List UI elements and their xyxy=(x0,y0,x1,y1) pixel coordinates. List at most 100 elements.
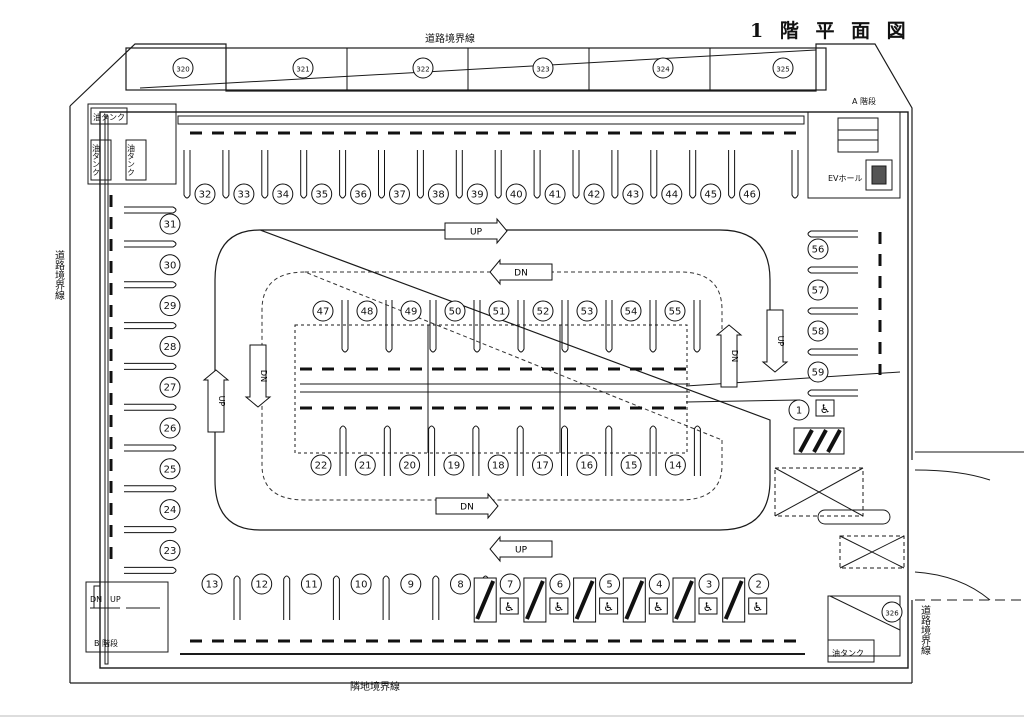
top-divider xyxy=(728,150,736,199)
space-35-circle xyxy=(311,183,333,205)
space-21-circle xyxy=(354,454,376,476)
space-14-circle xyxy=(664,454,686,476)
top-divider xyxy=(455,150,463,199)
space-40-label: 40 xyxy=(510,190,523,201)
space-6-label: 6 xyxy=(557,580,563,591)
space-1-label: 1 xyxy=(796,406,802,417)
space-22-label: 22 xyxy=(315,461,328,472)
accessible-6-box xyxy=(549,597,569,615)
space-32-label: 32 xyxy=(199,190,212,201)
space-1-hatch xyxy=(826,429,842,453)
bottom-divider xyxy=(283,575,291,620)
accessible-5-box xyxy=(599,597,619,615)
left-divider xyxy=(124,281,177,289)
island-bottom-divider xyxy=(383,425,391,476)
space-28-label: 28 xyxy=(164,342,177,353)
street-space-322-label: 322 xyxy=(416,66,429,74)
space-55-label: 55 xyxy=(669,307,682,318)
accessible-7-icon: ♿ xyxy=(504,600,515,614)
space-16-label: 16 xyxy=(580,461,593,472)
top-divider xyxy=(300,150,308,199)
top-divider xyxy=(611,150,619,199)
space-33-circle xyxy=(233,183,255,205)
space-17-circle xyxy=(532,454,553,476)
space-54-label: 54 xyxy=(625,307,638,318)
space-49-label: 49 xyxy=(405,307,418,318)
accessible-1-icon: ♿ xyxy=(820,402,831,416)
space-44-label: 44 xyxy=(665,190,678,201)
street-space-320-circle xyxy=(172,57,194,79)
space-13-circle xyxy=(201,573,223,595)
accessible-3-box xyxy=(698,597,718,615)
island-top-divider xyxy=(649,300,657,353)
space-4-circle xyxy=(648,573,670,595)
space-59-label: 59 xyxy=(812,368,825,379)
island-bottom-divider xyxy=(605,425,613,476)
space-45-circle xyxy=(700,183,722,205)
space-28-circle xyxy=(159,335,181,357)
island-top-divider xyxy=(385,300,393,353)
space-3-label: 3 xyxy=(706,580,712,591)
street-space-324-label: 324 xyxy=(656,66,670,74)
space-25-circle xyxy=(159,458,181,480)
top-divider xyxy=(650,150,658,199)
top-divider xyxy=(378,150,385,199)
island-bottom-divider xyxy=(472,425,480,476)
island-top-divider xyxy=(605,300,613,353)
space-49-circle xyxy=(400,300,422,322)
bottom-divider xyxy=(432,575,440,620)
space-2-label: 2 xyxy=(756,580,762,591)
space-43-label: 43 xyxy=(627,190,640,201)
space-19-label: 19 xyxy=(448,461,461,472)
accessible-6-icon: ♿ xyxy=(554,600,565,614)
space-33-label: 33 xyxy=(238,190,251,201)
street-space-322-circle xyxy=(412,57,434,79)
top-divider xyxy=(572,150,580,199)
island-bottom-divider xyxy=(516,425,524,476)
space-26-label: 26 xyxy=(164,424,177,435)
island-top-divider xyxy=(473,300,481,353)
arrow-up-top-shape xyxy=(444,217,508,245)
space-52-circle xyxy=(532,300,554,322)
top-divider xyxy=(494,150,502,199)
left-divider xyxy=(124,362,177,370)
space-43-circle xyxy=(622,183,644,205)
space-58-label: 58 xyxy=(812,327,825,338)
space-59-circle xyxy=(807,361,829,383)
space-50-label: 50 xyxy=(449,307,462,318)
corner-space-label: 326 xyxy=(885,610,899,618)
space-41-label: 41 xyxy=(549,190,562,201)
right-divider xyxy=(807,348,858,356)
right-divider xyxy=(807,266,858,274)
bottom-divider xyxy=(382,575,390,620)
space-24-label: 24 xyxy=(164,505,177,516)
street-space-321-label: 321 xyxy=(296,66,309,74)
space-15-label: 15 xyxy=(625,461,638,472)
arrow-dn-right-shape xyxy=(715,324,743,388)
space-1-hatch xyxy=(812,429,828,453)
bottom-hatch-8-hatch xyxy=(574,580,595,620)
space-44-circle xyxy=(661,183,683,205)
space-36-circle xyxy=(350,183,372,205)
space-11-circle xyxy=(300,573,322,595)
space-42-label: 42 xyxy=(588,190,601,201)
island-top-divider xyxy=(429,300,437,353)
space-25-label: 25 xyxy=(164,464,177,475)
space-58-circle xyxy=(807,320,829,342)
space-23-circle xyxy=(159,539,181,561)
arrow-dn-bottom-shape xyxy=(435,492,499,520)
space-18-label: 18 xyxy=(492,461,505,472)
top-divider xyxy=(533,150,541,199)
arrow-dn-left-label: DN xyxy=(259,370,268,382)
space-8-label: 8 xyxy=(457,580,463,591)
street-space-323-circle xyxy=(532,57,554,79)
space-20-label: 20 xyxy=(403,461,416,472)
space-9-label: 9 xyxy=(408,580,414,591)
space-37-label: 37 xyxy=(393,190,406,201)
bottom-hatch-10-hatch xyxy=(674,580,694,620)
space-12-circle xyxy=(251,573,273,595)
left-divider xyxy=(124,322,177,330)
space-7-circle xyxy=(499,573,521,595)
bottom-hatch-6-hatch xyxy=(475,580,496,620)
space-13-label: 13 xyxy=(206,580,219,591)
